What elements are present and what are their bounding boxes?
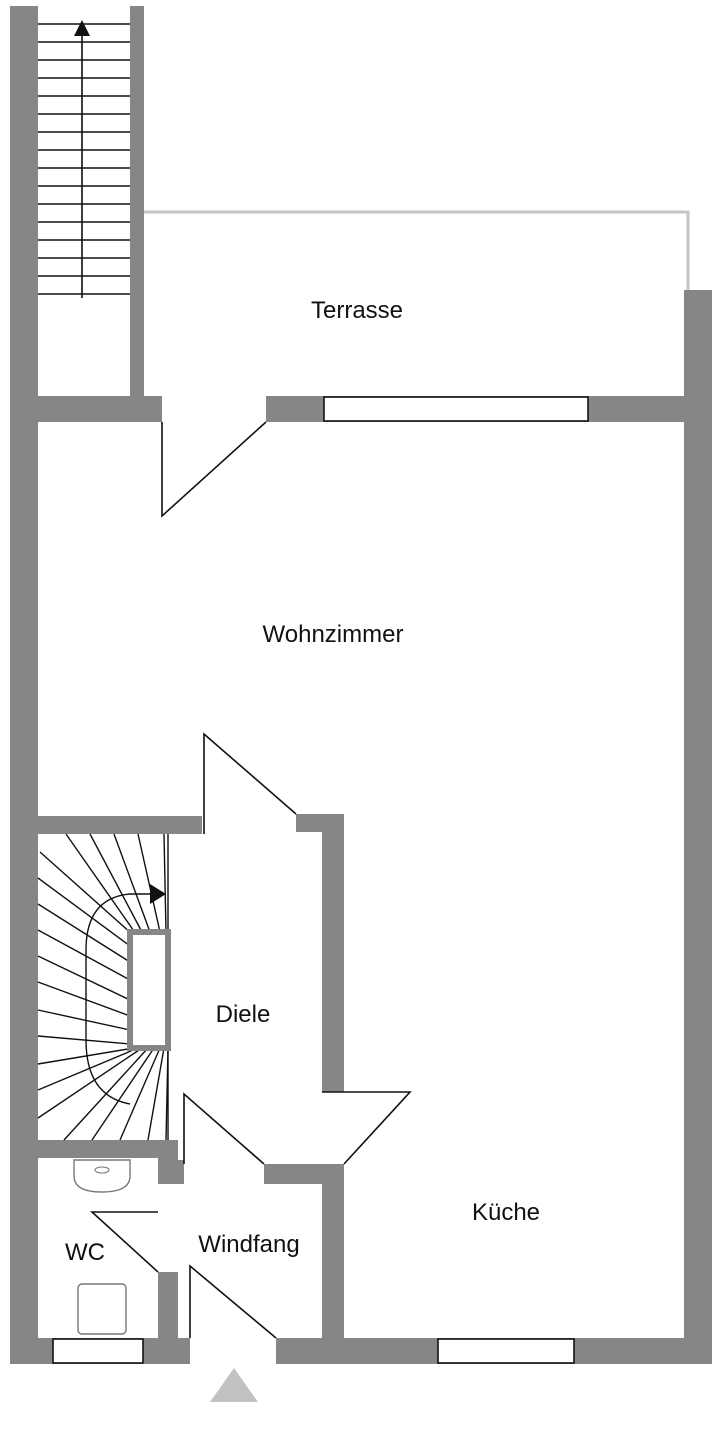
room-label-windfang: Windfang [198,1231,299,1258]
stair-tread [37,1035,131,1045]
outer-wall-right [684,290,712,1364]
stair-core [127,929,171,1051]
straight-staircase [38,23,130,295]
room-label-diele: Diele [216,1001,271,1028]
window-wc [52,1338,144,1364]
stair-tread [37,877,131,947]
stair-arrow-icon [74,20,90,36]
room-label-kueche: Küche [472,1199,540,1226]
winding-stair-arrow-icon [150,884,166,904]
door-wohnzimmer [203,732,297,834]
door-terrace [161,421,267,518]
wc-wall-lower [158,1272,178,1342]
wc-wall-stub [174,1160,184,1184]
stair-tread [119,1047,161,1141]
stair-tread [37,1047,135,1065]
stair-tread [65,833,137,935]
stair-tread [113,833,151,933]
winding-staircase [37,833,169,1141]
stair-tread [37,903,131,963]
terrace-wall-left [38,396,162,422]
room-label-wc: WC [65,1239,105,1266]
window-terrace [323,396,589,422]
stair-tread [39,851,133,935]
stair-tread [37,1009,131,1031]
terrace-outline [144,210,690,292]
stair-tread [137,833,161,933]
diele-wall-right [322,814,344,1092]
stair-tread [89,833,143,933]
wc-sink-basin [94,1166,110,1174]
stair-tread [37,929,131,981]
entrance-marker-icon [210,1368,258,1402]
stair-tread [147,1047,165,1141]
winding-stair-walkline [85,893,154,1105]
window-kueche [437,1338,575,1364]
door-wc [89,1211,159,1273]
room-label-terrasse: Terrasse [311,297,403,324]
wc-top-wall [38,1140,178,1158]
stair-tread [163,833,167,933]
stair-tread [37,981,131,1017]
door-entrance [189,1264,277,1339]
stair-tread [37,1047,143,1119]
wc-toilet [77,1283,127,1335]
stair-shaft-wall [130,6,144,396]
walls [10,6,712,1364]
door-kueche [322,1091,412,1165]
wc-sink [73,1159,131,1193]
stair-tread [91,1047,155,1141]
stair-tread [37,1047,139,1091]
stair-tread [37,955,131,1001]
windfang-right-wall [322,1164,344,1342]
stair-top-wall [38,816,202,834]
wc-wall-upper [158,1158,178,1184]
door-windfang [183,1092,265,1165]
room-label-wohnzimmer: Wohnzimmer [263,621,404,648]
outer-wall-left [10,6,38,1364]
